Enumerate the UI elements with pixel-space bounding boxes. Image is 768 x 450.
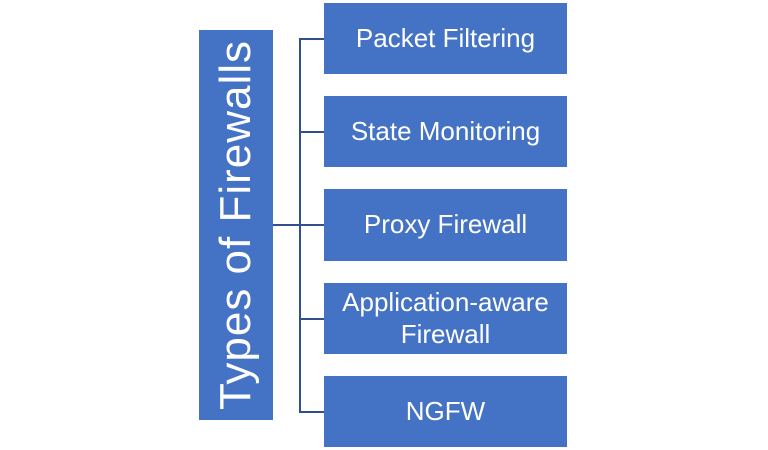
connector-branch-5: [299, 411, 324, 413]
child-node-label: State Monitoring: [350, 115, 541, 146]
child-node-ngfw: NGFW: [324, 376, 567, 447]
root-node-label: Types of Firewalls: [211, 39, 260, 411]
child-node-label: NGFW: [405, 395, 486, 426]
child-node-label: Application-aware Firewall: [342, 287, 549, 349]
child-node-label: Packet Filtering: [355, 22, 536, 53]
child-node-application-aware-firewall: Application-aware Firewall: [324, 283, 567, 354]
child-node-state-monitoring: State Monitoring: [324, 96, 567, 167]
connector-branch-4: [299, 318, 324, 320]
connector-branch-1: [299, 38, 324, 40]
child-node-packet-filtering: Packet Filtering: [324, 3, 567, 74]
connector-root-stub: [273, 224, 300, 226]
root-node: Types of Firewalls: [199, 30, 273, 420]
connector-branch-2: [299, 131, 324, 133]
child-node-proxy-firewall: Proxy Firewall: [324, 189, 567, 261]
connector-branch-3: [299, 224, 324, 226]
child-node-label: Proxy Firewall: [363, 209, 528, 240]
